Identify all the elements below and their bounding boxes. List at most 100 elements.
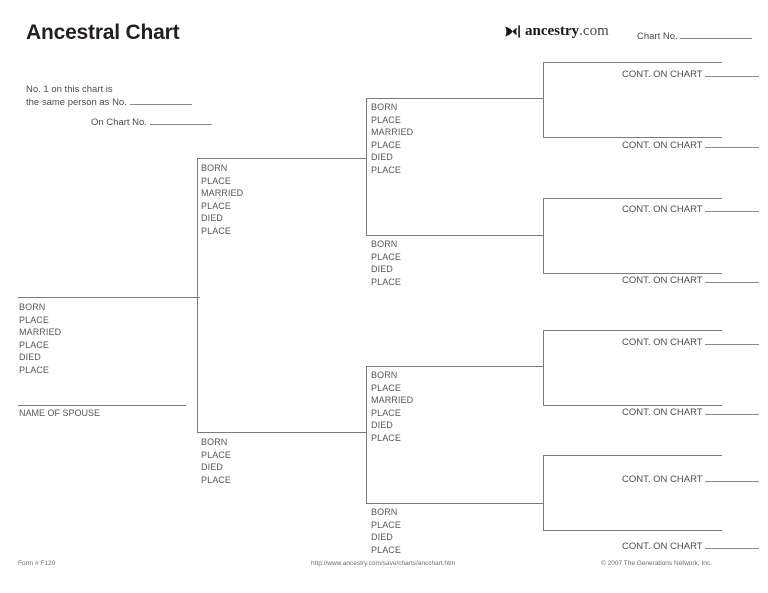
person-12-cont-field[interactable]: CONT. ON CHART xyxy=(622,336,760,348)
person-1-fields: BORN PLACE MARRIED PLACE DIED PLACE xyxy=(19,301,61,377)
gen3-upper-bracket-vline xyxy=(366,98,367,235)
person-10-name-line[interactable] xyxy=(543,198,722,199)
connector-p7-to-gen4 xyxy=(532,503,544,504)
person-2-born: BORN xyxy=(201,163,228,173)
footer-copyright: © 2007 The Generations Network, Inc. xyxy=(601,560,712,567)
brand-tld: .com xyxy=(579,22,609,39)
person-3-born: BORN xyxy=(201,437,228,447)
person-5-place1: PLACE xyxy=(371,251,402,262)
person-2-name-line[interactable] xyxy=(197,158,367,159)
gen4-bracket-d-vline xyxy=(543,455,544,530)
person-13-cont-field[interactable]: CONT. ON CHART xyxy=(622,406,760,418)
on-chart-no-blank[interactable] xyxy=(149,116,212,125)
connector-mother-to-gen3 xyxy=(355,432,367,433)
person-6-born: BORN xyxy=(371,370,398,380)
person-7-born: BORN xyxy=(371,507,398,517)
person-8-cont-field[interactable]: CONT. ON CHART xyxy=(622,68,760,80)
person-5-place2: PLACE xyxy=(371,276,402,287)
person-11-name-line[interactable] xyxy=(543,273,722,274)
person-5-name-line[interactable] xyxy=(366,235,544,236)
person-13-cont-blank[interactable] xyxy=(705,406,760,415)
person-7-place1: PLACE xyxy=(371,519,402,530)
person-15-name-line[interactable] xyxy=(543,530,722,531)
person-8-name-line[interactable] xyxy=(543,62,722,63)
person-6-place2: PLACE xyxy=(371,407,402,418)
person-1-married: MARRIED xyxy=(19,327,62,338)
note-line-2: the same person as No. xyxy=(26,97,127,108)
person-8-cont-blank[interactable] xyxy=(705,68,760,77)
chart-no-blank[interactable] xyxy=(680,30,753,39)
person-3-place1: PLACE xyxy=(201,449,232,460)
connector-self-to-gen2 xyxy=(186,297,198,298)
person-4-fields: BORN PLACE MARRIED PLACE DIED PLACE xyxy=(371,101,413,177)
person-7-fields: BORN PLACE DIED PLACE xyxy=(371,506,401,556)
person-1-place1: PLACE xyxy=(19,314,50,325)
person-12-cont-label: CONT. ON CHART xyxy=(622,337,703,348)
person-2-married: MARRIED xyxy=(201,188,244,199)
person-3-died: DIED xyxy=(201,462,223,473)
person-11-cont-field[interactable]: CONT. ON CHART xyxy=(622,274,760,286)
leaf-icon xyxy=(505,24,520,38)
person-11-cont-blank[interactable] xyxy=(705,274,760,283)
person-6-place3: PLACE xyxy=(371,432,402,443)
person-8-cont-label: CONT. ON CHART xyxy=(622,69,703,80)
person-5-fields: BORN PLACE DIED PLACE xyxy=(371,238,401,288)
person-15-cont-field[interactable]: CONT. ON CHART xyxy=(622,540,760,552)
person-6-name-line[interactable] xyxy=(366,366,544,367)
on-chart-no-field[interactable]: On Chart No. xyxy=(91,116,212,128)
person-2-place1: PLACE xyxy=(201,175,232,186)
gen3-lower-bracket-vline xyxy=(366,366,367,503)
person-4-place2: PLACE xyxy=(371,139,402,150)
brand-wordmark: ancestry.com xyxy=(525,23,609,40)
person-14-cont-blank[interactable] xyxy=(705,473,760,482)
connector-p6-to-gen4 xyxy=(532,366,544,367)
person-7-place2: PLACE xyxy=(371,544,402,555)
person-7-name-line[interactable] xyxy=(366,503,544,504)
person-1-name-line[interactable] xyxy=(18,297,200,298)
same-person-note: No. 1 on this chart is the same person a… xyxy=(26,83,192,109)
person-14-cont-field[interactable]: CONT. ON CHART xyxy=(622,473,760,485)
gen2-bracket-vline xyxy=(197,158,198,432)
person-9-name-line[interactable] xyxy=(543,137,722,138)
person-14-name-line[interactable] xyxy=(543,455,722,456)
person-4-name-line[interactable] xyxy=(366,98,544,99)
person-2-place3: PLACE xyxy=(201,225,232,236)
person-6-place1: PLACE xyxy=(371,382,402,393)
person-10-cont-field[interactable]: CONT. ON CHART xyxy=(622,203,760,215)
person-15-cont-blank[interactable] xyxy=(705,540,760,549)
person-9-cont-field[interactable]: CONT. ON CHART xyxy=(622,139,760,151)
ancestry-logo: ancestry.com xyxy=(503,22,609,40)
person-3-place2: PLACE xyxy=(201,474,232,485)
person-14-cont-label: CONT. ON CHART xyxy=(622,474,703,485)
person-13-cont-label: CONT. ON CHART xyxy=(622,407,703,418)
gen4-bracket-c-vline xyxy=(543,330,544,405)
on-chart-no-label: On Chart No. xyxy=(91,117,147,128)
person-6-died: DIED xyxy=(371,420,393,431)
chart-no-label: Chart No. xyxy=(637,31,678,42)
person-12-cont-blank[interactable] xyxy=(705,336,760,345)
connector-p5-to-gen4 xyxy=(532,235,544,236)
person-3-fields: BORN PLACE DIED PLACE xyxy=(201,436,231,486)
person-7-died: DIED xyxy=(371,532,393,543)
spouse-name-line[interactable] xyxy=(18,405,186,406)
person-13-name-line[interactable] xyxy=(543,405,722,406)
connector-p4-to-gen4 xyxy=(532,98,544,99)
person-1-born: BORN xyxy=(19,302,46,312)
person-4-place1: PLACE xyxy=(371,114,402,125)
spouse-label: NAME OF SPOUSE xyxy=(19,408,101,418)
person-9-cont-blank[interactable] xyxy=(705,139,760,148)
page-title: Ancestral Chart xyxy=(26,21,180,44)
gen4-bracket-b-vline xyxy=(543,198,544,273)
person-12-name-line[interactable] xyxy=(543,330,722,331)
person-15-cont-label: CONT. ON CHART xyxy=(622,541,703,552)
person-2-died: DIED xyxy=(201,213,223,224)
note-line-1: No. 1 on this chart is xyxy=(26,84,113,95)
chart-no-field[interactable]: Chart No. xyxy=(637,30,753,42)
person-10-cont-blank[interactable] xyxy=(705,203,760,212)
same-person-no-blank[interactable] xyxy=(129,96,192,105)
person-3-name-line[interactable] xyxy=(197,432,367,433)
person-4-place3: PLACE xyxy=(371,164,402,175)
person-4-born: BORN xyxy=(371,102,398,112)
person-10-cont-label: CONT. ON CHART xyxy=(622,204,703,215)
